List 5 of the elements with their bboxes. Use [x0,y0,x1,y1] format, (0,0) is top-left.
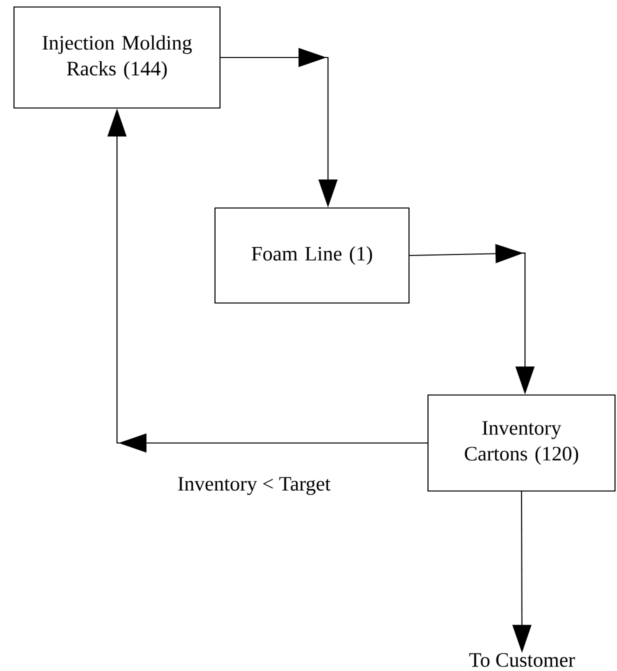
process-box: Inventory Cartons (120) [427,394,616,492]
end-label: To Customer [469,653,575,667]
process-box: Foam Line (1) [214,207,410,304]
edge-label: Inventory < Target [176,476,332,496]
process-box: Injection Molding Racks (144) [13,6,221,109]
